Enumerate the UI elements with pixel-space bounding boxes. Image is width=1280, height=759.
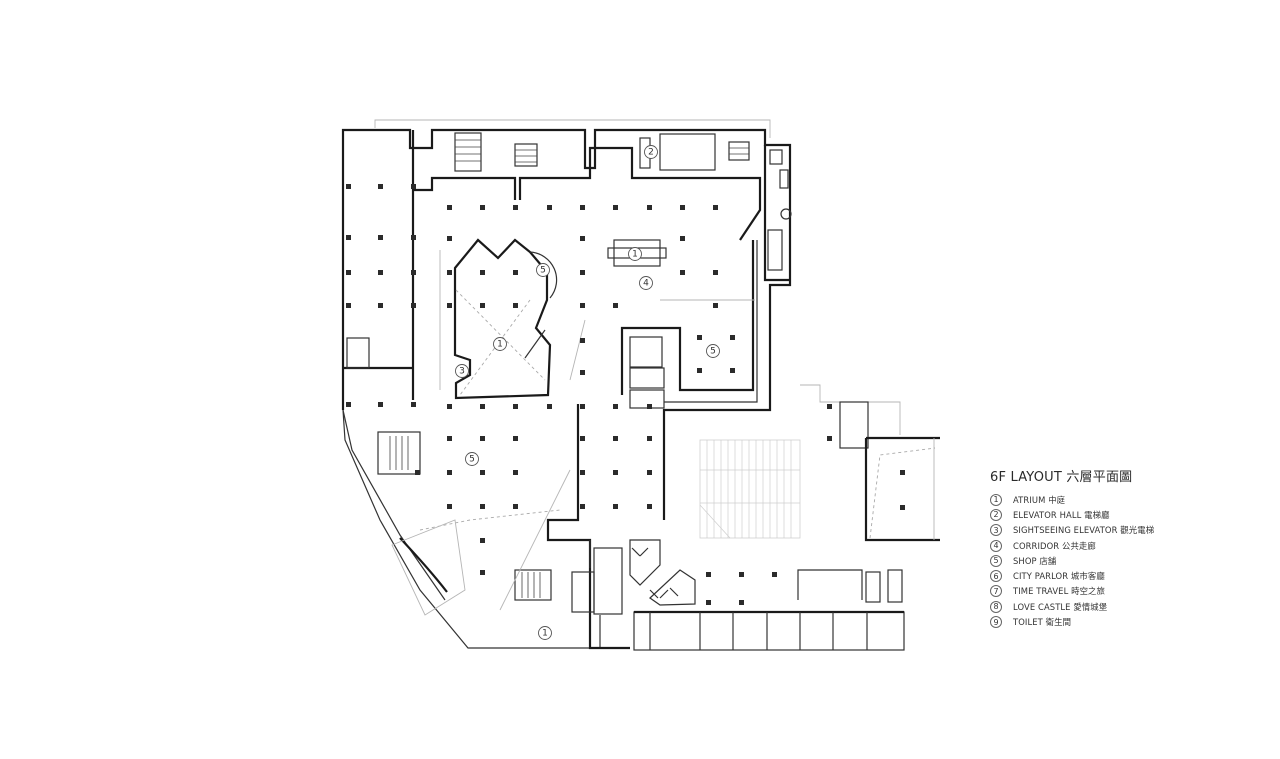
- plan-label-1: 1: [538, 626, 552, 640]
- plan-label-2: 2: [644, 145, 658, 159]
- lower-right-wing: [633, 569, 905, 651]
- partitions: [419, 250, 755, 650]
- top-stairs: [454, 132, 750, 172]
- plan-label-number: 3: [459, 367, 465, 377]
- legend-item-time-travel: 7 TIME TRAVEL 時空之旅: [990, 584, 1210, 599]
- legend-item-love-castle: 8 LOVE CASTLE 愛情城堡: [990, 599, 1210, 614]
- legend-label: ATRIUM 中庭: [1013, 494, 1066, 505]
- number-badge-icon: 2: [990, 508, 1002, 521]
- number-circle-icon: [455, 364, 469, 378]
- number-badge-icon: 6: [990, 570, 1002, 583]
- lower-left-bay: [391, 519, 466, 616]
- plan-label-number: 1: [497, 340, 503, 350]
- number-badge-icon: 5: [990, 554, 1002, 567]
- site-outline: [374, 119, 901, 435]
- legend-label: CORRIDOR 公共走廊: [1013, 540, 1096, 551]
- ramp-grid: [699, 439, 801, 539]
- number-circle-icon: [628, 247, 642, 261]
- number-circle-icon: [538, 626, 552, 640]
- legend: 6F LAYOUT 六層平面圖 1 ATRIUM 中庭 2 ELEVATOR H…: [990, 466, 1210, 630]
- legend-item-elevator-hall: 2 ELEVATOR HALL 電梯廳: [990, 507, 1210, 522]
- legend-label: SHOP 店舖: [1013, 555, 1057, 566]
- plan-label-4: 4: [639, 276, 653, 290]
- left-stairs: [346, 337, 552, 601]
- legend-label: SIGHTSEEING ELEVATOR 觀光電梯: [1013, 525, 1155, 536]
- number-circle-icon: [536, 263, 550, 277]
- legend-item-atrium: 1 ATRIUM 中庭: [990, 492, 1210, 507]
- plan-label-number: 4: [643, 279, 649, 289]
- legend-item-toilet: 9 TOILET 衛生間: [990, 614, 1210, 629]
- columns: [346, 184, 905, 605]
- plan-label-number: 1: [542, 629, 548, 639]
- number-badge-icon: 1: [990, 493, 1002, 506]
- plan-label-number: 5: [469, 455, 475, 465]
- legend-item-city-parlor: 6 CITY PARLOR 城市客廳: [990, 568, 1210, 583]
- number-circle-icon: [644, 145, 658, 159]
- number-badge-icon: 7: [990, 585, 1002, 598]
- legend-title: 6F LAYOUT 六層平面圖: [990, 470, 1133, 485]
- legend-label: LOVE CASTLE 愛情城堡: [1013, 601, 1108, 612]
- plan-label-5: 5: [536, 263, 550, 277]
- atrium-void: [453, 238, 558, 400]
- shop-block-5: [620, 240, 758, 409]
- plan-label-1: 1: [628, 247, 642, 261]
- legend-label: TIME TRAVEL 時空之旅: [1013, 586, 1106, 597]
- plan-labels: 2 1 5 4 1 5 3 5 1: [455, 145, 720, 640]
- number-badge-icon: 9: [990, 616, 1002, 629]
- legend-item-shop: 5 SHOP 店舖: [990, 553, 1210, 568]
- plan-label-number: 5: [540, 266, 546, 276]
- legend-item-corridor: 4 CORRIDOR 公共走廊: [990, 538, 1210, 553]
- plan-label-1: 1: [493, 337, 507, 351]
- legend-label: TOILET 衛生間: [1013, 617, 1072, 628]
- plan-label-5: 5: [706, 344, 720, 358]
- legend-label: CITY PARLOR 城市客廳: [1013, 571, 1105, 582]
- number-circle-icon: [639, 276, 653, 290]
- number-circle-icon: [706, 344, 720, 358]
- legend-label: ELEVATOR HALL 電梯廳: [1013, 509, 1110, 520]
- plan-label-3: 3: [455, 364, 469, 378]
- diagonal-elevators: [629, 539, 696, 606]
- legend-item-sightseeing-elevator: 3 SIGHTSEEING ELEVATOR 觀光電梯: [990, 523, 1210, 538]
- number-badge-icon: 3: [990, 524, 1002, 537]
- number-badge-icon: 8: [990, 600, 1002, 613]
- number-badge-icon: 4: [990, 539, 1002, 552]
- plan-label-number: 1: [632, 250, 638, 260]
- plan-label-number: 5: [710, 347, 716, 357]
- plan-label-5: 5: [465, 452, 479, 466]
- plan-label-number: 2: [648, 148, 654, 158]
- number-circle-icon: [493, 337, 507, 351]
- number-circle-icon: [465, 452, 479, 466]
- toilet-core: [763, 145, 792, 282]
- east-wing: [839, 401, 940, 542]
